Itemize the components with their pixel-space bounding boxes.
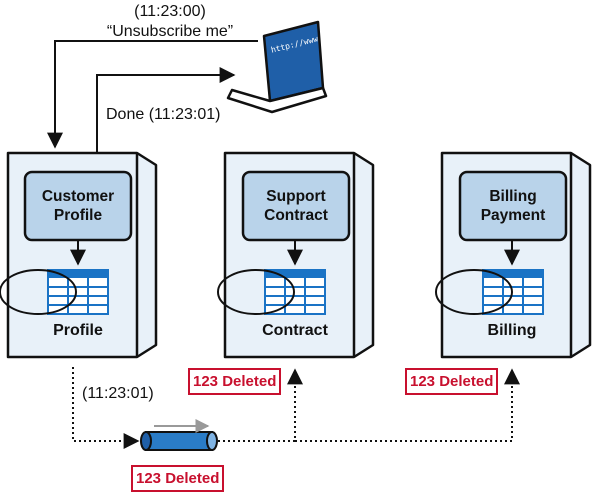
request-time-label: (11:23:00)	[134, 3, 206, 20]
message-queue-icon	[140, 419, 218, 451]
service-box-customer-profile	[0, 151, 158, 359]
database-table-icon	[47, 269, 109, 315]
response-label: Done (11:23:01)	[106, 106, 221, 123]
table-name-profile: Profile	[53, 322, 103, 339]
highlight-ellipse	[217, 269, 295, 315]
table-name-billing: Billing	[487, 322, 537, 339]
event-time-label: (11:23:01)	[82, 385, 154, 402]
event-consume-billing-line	[295, 368, 520, 442]
service-box-support-contract	[217, 151, 375, 359]
table-name-contract: Contract	[262, 322, 328, 339]
event-publish-line	[72, 367, 140, 449]
request-message-label: “Unsubscribe me”	[106, 23, 234, 40]
laptop-icon	[226, 20, 328, 114]
request-arrow	[47, 40, 258, 149]
highlight-ellipse	[0, 269, 77, 315]
deleted-badge-billing: 123 Deleted	[405, 368, 499, 395]
service-box-billing-payment	[435, 151, 592, 359]
deleted-badge-contract: 123 Deleted	[188, 368, 282, 395]
event-message-badge: 123 Deleted	[131, 465, 225, 492]
highlight-ellipse	[435, 269, 513, 315]
response-arrow	[96, 67, 236, 153]
